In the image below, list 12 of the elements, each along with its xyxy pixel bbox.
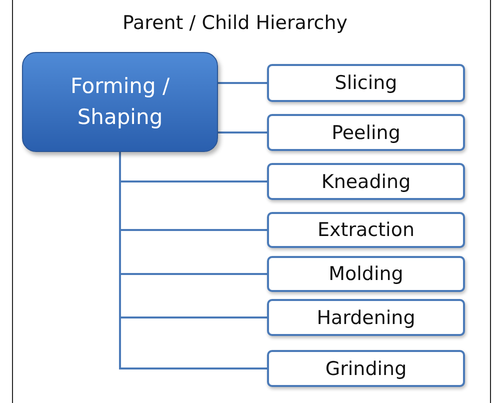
connector-line [218,132,267,134]
child-box: Molding [267,256,465,292]
connector-line [218,82,267,84]
child-box: Extraction [267,212,465,248]
child-box: Grinding [267,350,465,387]
child-box: Hardening [267,299,465,336]
connector-line [119,152,267,370]
child-box: Kneading [267,163,465,200]
diagram-title: Parent / Child Hierarchy [121,12,349,34]
child-box: Peeling [267,114,465,151]
child-box: Slicing [267,64,465,102]
parent-box: Forming / Shaping [22,52,218,152]
